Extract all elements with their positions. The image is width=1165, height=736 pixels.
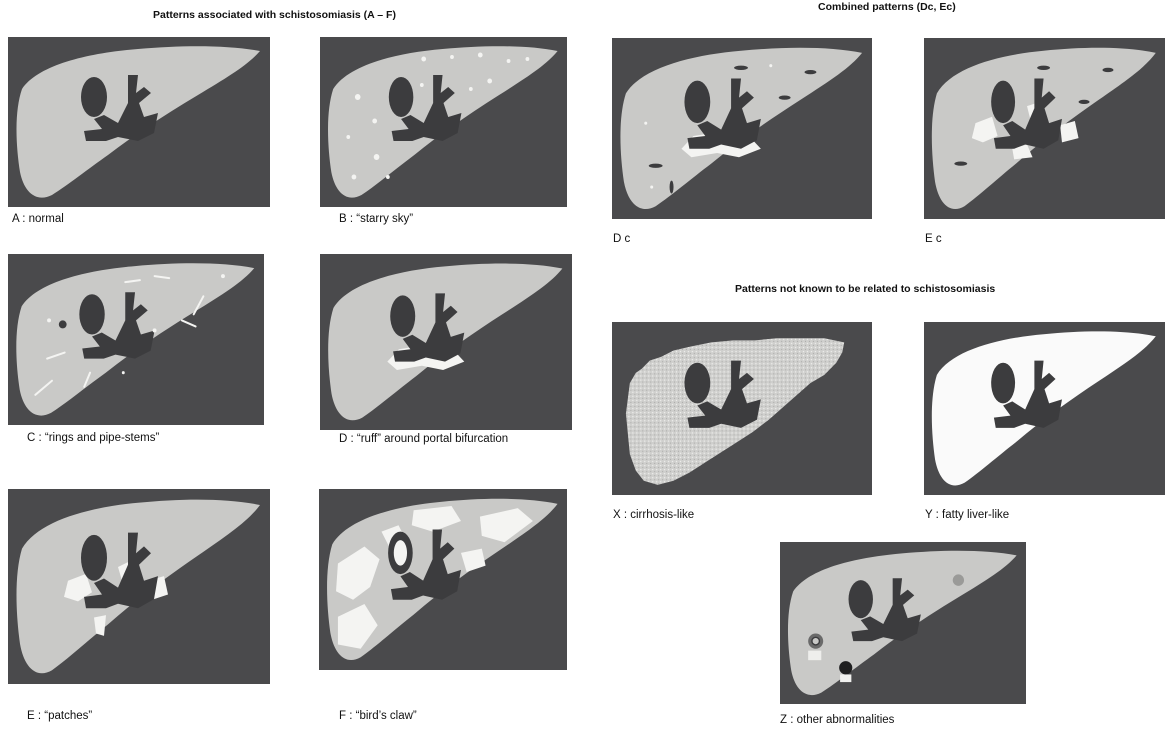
panel-z-other-abnormalities — [780, 542, 1026, 704]
caption-b: B : “starry sky” — [339, 213, 413, 225]
caption-d: D : “ruff” around portal bifurcation — [339, 433, 508, 445]
panel-a-normal — [8, 37, 270, 207]
panel-c-rings-and-pipe-stems — [8, 254, 264, 425]
liver-diagram-ec — [924, 38, 1165, 219]
liver-diagram-f — [319, 489, 567, 670]
caption-x: X : cirrhosis-like — [613, 509, 694, 521]
caption-ec: E c — [925, 233, 942, 245]
panel-b-starry-sky — [320, 37, 567, 207]
liver-diagram-a — [8, 37, 270, 207]
liver-diagram-dc — [612, 38, 872, 219]
caption-dc: D c — [613, 233, 630, 245]
caption-e: E : “patches” — [27, 710, 92, 722]
caption-z: Z : other abnormalities — [780, 714, 894, 726]
liver-diagram-e — [8, 489, 270, 684]
liver-diagram-d — [320, 254, 572, 430]
panel-ec-combined — [924, 38, 1165, 219]
caption-a: A : normal — [12, 213, 64, 225]
panel-x-cirrhosis-like — [612, 322, 872, 495]
heading-unrelated-patterns: Patterns not known to be related to schi… — [735, 283, 995, 295]
liver-diagram-x — [612, 322, 872, 495]
heading-combined-patterns: Combined patterns (Dc, Ec) — [818, 1, 956, 13]
panel-y-fatty-liver-like — [924, 322, 1165, 495]
liver-diagram-z — [780, 542, 1026, 704]
liver-diagram-b — [320, 37, 567, 207]
panel-e-patches — [8, 489, 270, 684]
panel-f-birds-claw — [319, 489, 567, 670]
liver-diagram-c — [8, 254, 264, 425]
panel-d-ruff — [320, 254, 572, 430]
caption-c: C : “rings and pipe-stems” — [27, 432, 159, 444]
panel-dc-combined — [612, 38, 872, 219]
liver-diagram-y — [924, 322, 1165, 495]
heading-schistosomiasis-patterns: Patterns associated with schistosomiasis… — [153, 9, 396, 21]
caption-f: F : “bird’s claw” — [339, 710, 417, 722]
caption-y: Y : fatty liver-like — [925, 509, 1009, 521]
